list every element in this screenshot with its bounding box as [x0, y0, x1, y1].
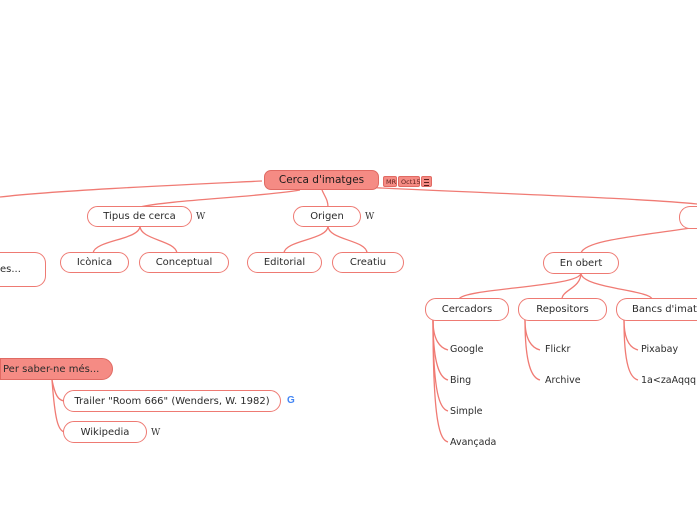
root-topic-label: Cerca d'imatges	[278, 174, 365, 186]
leaf-bing[interactable]: Bing	[450, 373, 471, 387]
node-trailer-label: Trailer "Room 666" (Wenders, W. 1982)	[74, 395, 270, 407]
node-conceptual-label: Conceptual	[155, 257, 213, 268]
node-en-obert[interactable]: En obert	[543, 252, 619, 274]
node-left-clipped-label: es...	[0, 264, 21, 275]
node-tipus-de-cerca[interactable]: Tipus de cerca	[87, 206, 192, 227]
node-bancs-label: Bancs d'imatges	[632, 304, 697, 315]
node-creatiu[interactable]: Creatiu	[332, 252, 404, 273]
leaf-archive[interactable]: Archive	[545, 373, 581, 387]
node-per-saber-ne-mes-label: Per saber-ne més...	[3, 363, 100, 375]
node-per-saber-ne-mes[interactable]: Per saber-ne més...	[0, 358, 113, 380]
leaf-google[interactable]: Google	[450, 342, 484, 356]
node-repositors[interactable]: Repositors	[518, 298, 607, 321]
menu-icon[interactable]	[421, 176, 432, 187]
wikipedia-icon[interactable]: W	[151, 428, 161, 438]
node-wikipedia-label: Wikipedia	[80, 426, 130, 438]
leaf-google-label: Google	[450, 343, 484, 355]
node-editorial-label: Editorial	[263, 257, 306, 268]
node-right-clipped[interactable]	[679, 206, 697, 229]
node-conceptual[interactable]: Conceptual	[139, 252, 229, 273]
leaf-simple-label: Simple	[450, 405, 483, 417]
node-left-clipped[interactable]: es...	[0, 252, 46, 287]
leaf-avancada-label: Avançada	[450, 436, 497, 448]
node-editorial[interactable]: Editorial	[247, 252, 322, 273]
node-iconica-label: Icònica	[76, 257, 113, 268]
leaf-unknown[interactable]: 1a<zaAqqq	[641, 373, 696, 387]
node-origen-label: Origen	[310, 211, 344, 222]
node-bancs-d-imatges[interactable]: Bancs d'imatges	[616, 298, 697, 321]
node-iconica[interactable]: Icònica	[60, 252, 129, 273]
author-badge[interactable]: MR	[383, 176, 397, 187]
leaf-bing-label: Bing	[450, 374, 472, 386]
root-topic[interactable]: Cerca d'imatges	[264, 170, 379, 190]
date-badge[interactable]: Oct15	[398, 176, 421, 187]
leaf-flickr-label: Flickr	[545, 343, 571, 355]
node-tipus-de-cerca-label: Tipus de cerca	[103, 211, 176, 222]
google-icon-glyph: G	[287, 395, 295, 406]
leaf-flickr[interactable]: Flickr	[545, 342, 570, 356]
node-creatiu-label: Creatiu	[349, 257, 387, 268]
leaf-pixabay-label: Pixabay	[641, 343, 679, 355]
google-icon[interactable]: G	[287, 396, 295, 406]
leaf-simple[interactable]: Simple	[450, 404, 482, 418]
leaf-pixabay[interactable]: Pixabay	[641, 342, 678, 356]
wikipedia-icon[interactable]: W	[196, 212, 206, 222]
leaf-avancada[interactable]: Avançada	[450, 435, 496, 449]
node-en-obert-label: En obert	[559, 257, 603, 269]
leaf-unknown-label: 1a<zaAqqq	[641, 374, 697, 386]
leaf-archive-label: Archive	[545, 374, 581, 386]
node-cercadors-label: Cercadors	[441, 304, 493, 315]
node-origen[interactable]: Origen	[293, 206, 361, 227]
node-repositors-label: Repositors	[536, 304, 589, 315]
node-wikipedia[interactable]: Wikipedia	[63, 421, 147, 443]
node-trailer-room-666[interactable]: Trailer "Room 666" (Wenders, W. 1982)	[63, 390, 281, 412]
node-cercadors[interactable]: Cercadors	[425, 298, 509, 321]
wikipedia-icon[interactable]: W	[365, 212, 375, 222]
